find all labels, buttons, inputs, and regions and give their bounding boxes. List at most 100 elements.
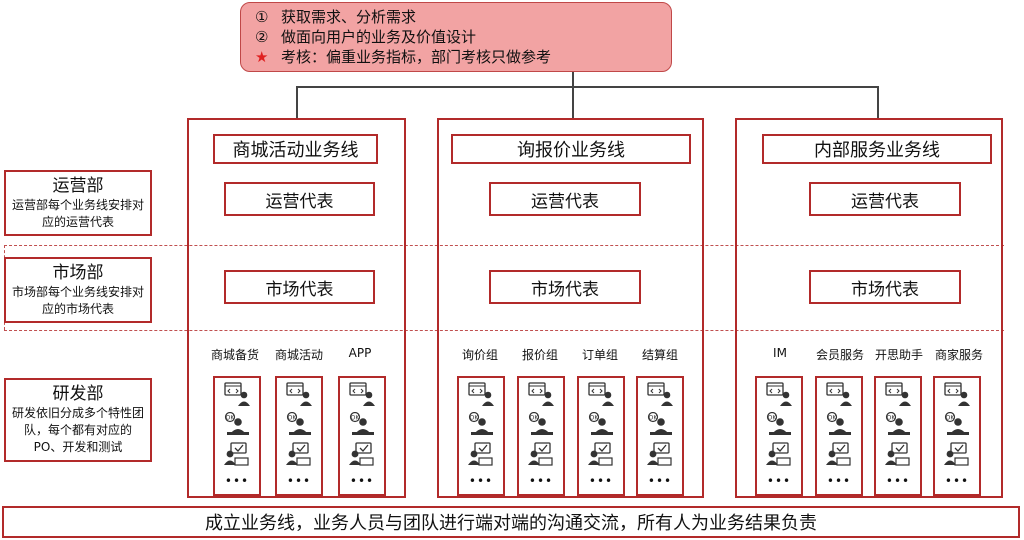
svg-text:OK: OK xyxy=(590,415,600,422)
team-label: IM xyxy=(773,346,787,360)
po-icon xyxy=(944,442,969,466)
more-ellipsis: ••• xyxy=(826,474,852,488)
business-line-title: 询报价业务线 xyxy=(451,134,691,164)
team-label: 会员服务 xyxy=(815,348,864,362)
tester-icon: OK xyxy=(766,412,791,435)
po-icon xyxy=(647,442,672,466)
connector-left-drop xyxy=(296,86,298,118)
more-ellipsis: ••• xyxy=(528,474,554,488)
dashed-separator-1 xyxy=(4,245,1004,246)
dashed-separator-2 xyxy=(4,330,1004,331)
team-card: OK ••• xyxy=(755,376,803,496)
more-ellipsis: ••• xyxy=(885,474,911,488)
developer-icon xyxy=(885,382,911,406)
developer-icon xyxy=(224,382,250,406)
po-icon xyxy=(528,442,553,466)
dept-title: 运营部 xyxy=(52,176,104,196)
dept-rnd: 研发部 研发依旧分成多个特性团队，每个都有对应的PO、开发和测试 xyxy=(4,378,152,462)
mkt-rep-box: 市场代表 xyxy=(224,270,375,304)
mkt-rep-box: 市场代表 xyxy=(809,270,961,304)
developer-icon xyxy=(944,382,970,406)
team-card: OK••• xyxy=(933,376,981,496)
po-icon xyxy=(224,442,249,466)
team-label: 开思助手 xyxy=(874,348,923,362)
team-card: OK ••• xyxy=(338,376,386,496)
team-card: OK••• xyxy=(275,376,323,496)
developer-icon xyxy=(349,382,375,406)
more-ellipsis: ••• xyxy=(224,474,250,488)
svg-text:OK: OK xyxy=(828,415,838,422)
mkt-rep-box: 市场代表 xyxy=(489,270,641,304)
tester-icon: OK xyxy=(944,412,969,435)
tester-icon: OK xyxy=(885,412,910,435)
developer-icon xyxy=(766,382,792,406)
star-icon: ★ xyxy=(255,48,269,66)
ops-rep-box: 运营代表 xyxy=(224,182,375,216)
team-card: OK ••• xyxy=(213,376,261,496)
team-label: 报价组 xyxy=(521,348,558,362)
goal-text-3: 考核：偏重业务指标，部门考核只做参考 xyxy=(281,48,552,66)
svg-text:OK: OK xyxy=(946,415,956,422)
po-icon xyxy=(588,442,613,466)
goal-marker-1: ① xyxy=(255,8,269,26)
svg-text:OK: OK xyxy=(649,415,659,422)
tester-icon: OK xyxy=(588,412,613,435)
tester-icon: OK xyxy=(349,412,374,435)
business-line-quote: 询报价业务线 运营代表 市场代表 询价组 报价组 订单组 结算组 OK••• O… xyxy=(437,118,704,498)
team-label: 订单组 xyxy=(581,348,618,362)
team-label: 商城活动 xyxy=(274,348,323,362)
goal-item-3: ★ 考核：偏重业务指标，部门考核只做参考 xyxy=(255,47,657,67)
more-ellipsis: ••• xyxy=(766,474,792,488)
connector-middle-drop xyxy=(572,86,574,118)
team-label: 商城备货 xyxy=(210,348,259,362)
team-card: OK ••• xyxy=(457,376,505,496)
goal-text-2: 做面向用户的业务及价值设计 xyxy=(281,28,477,46)
team-label: 商家服务 xyxy=(934,348,983,362)
team-card: OK••• xyxy=(636,376,684,496)
developer-icon xyxy=(468,382,494,406)
po-icon xyxy=(349,442,374,466)
dept-title: 研发部 xyxy=(52,384,104,404)
more-ellipsis: ••• xyxy=(588,474,614,488)
tester-icon: OK xyxy=(647,412,672,435)
goal-text-1: 获取需求、分析需求 xyxy=(281,8,417,26)
dept-marketing: 市场部 市场部每个业务线安排对应的市场代表 xyxy=(4,257,152,323)
more-ellipsis: ••• xyxy=(286,474,312,488)
developer-icon xyxy=(826,382,852,406)
team-card: OK ••• xyxy=(815,376,863,496)
tester-icon: OK xyxy=(528,412,553,435)
dept-desc: 研发依旧分成多个特性团队，每个都有对应的PO、开发和测试 xyxy=(11,406,144,454)
dept-operations: 运营部 运营部每个业务线安排对应的运营代表 xyxy=(4,170,152,236)
developer-icon xyxy=(286,382,312,406)
dept-desc: 市场部每个业务线安排对应的市场代表 xyxy=(11,285,144,316)
goal-item-2: ② 做面向用户的业务及价值设计 xyxy=(255,27,657,47)
tester-icon: OK xyxy=(224,412,249,435)
po-icon xyxy=(468,442,493,466)
team-label: APP xyxy=(348,346,372,360)
ops-rep-box: 运营代表 xyxy=(489,182,641,216)
developer-icon xyxy=(528,382,554,406)
ops-rep-box: 运营代表 xyxy=(809,182,961,216)
svg-text:OK: OK xyxy=(768,415,778,422)
business-line-title: 商城活动业务线 xyxy=(213,134,378,164)
developer-icon xyxy=(647,382,673,406)
team-label: 询价组 xyxy=(461,348,498,362)
team-card: OK ••• xyxy=(577,376,625,496)
tester-icon: OK xyxy=(826,412,851,435)
developer-icon xyxy=(588,382,614,406)
svg-text:OK: OK xyxy=(887,415,897,422)
goal-item-1: ① 获取需求、分析需求 xyxy=(255,7,657,27)
footer-banner: 成立业务线，业务人员与团队进行端对端的沟通交流，所有人为业务结果负责 xyxy=(2,506,1020,538)
po-icon xyxy=(766,442,791,466)
tester-icon: OK xyxy=(468,412,493,435)
po-icon xyxy=(826,442,851,466)
more-ellipsis: ••• xyxy=(349,474,375,488)
more-ellipsis: ••• xyxy=(468,474,494,488)
business-line-title: 内部服务业务线 xyxy=(762,134,992,164)
dept-desc: 运营部每个业务线安排对应的运营代表 xyxy=(11,198,144,229)
svg-text:OK: OK xyxy=(470,415,480,422)
po-icon xyxy=(286,442,311,466)
po-icon xyxy=(885,442,910,466)
business-line-internal: 内部服务业务线 运营代表 市场代表 IM 会员服务 开思助手 商家服务 OK ••… xyxy=(735,118,1003,498)
svg-text:OK: OK xyxy=(226,415,236,422)
